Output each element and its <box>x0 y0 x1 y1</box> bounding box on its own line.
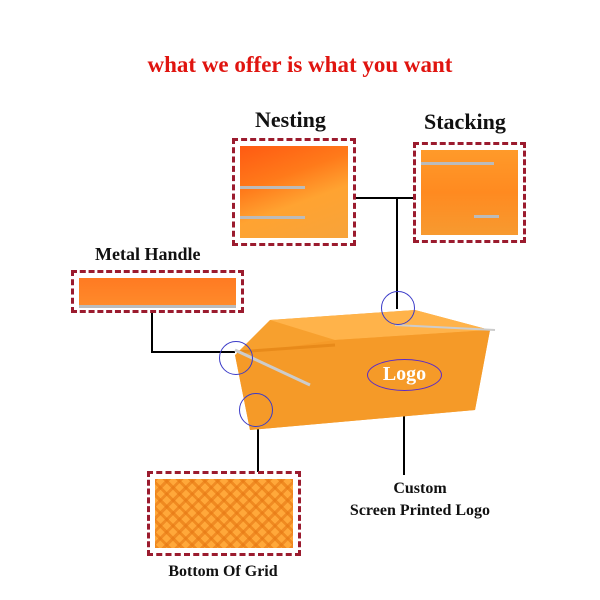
connector-line <box>257 420 259 472</box>
metal-handle-label: Metal Handle <box>95 244 201 264</box>
nesting-image <box>232 138 356 246</box>
stacking-label: Stacking <box>424 109 506 134</box>
bottom-grid-image <box>147 471 301 556</box>
highlight-circle <box>219 341 253 375</box>
handle-bar <box>240 186 305 189</box>
stacking-image <box>413 142 526 243</box>
crate-image <box>234 310 496 430</box>
handle-bar <box>240 216 305 219</box>
bottom-grid-photo-placeholder <box>155 479 293 548</box>
bottom-grid-label: Bottom Of Grid <box>168 563 278 580</box>
connector-line <box>356 197 413 199</box>
handle-bar <box>474 215 499 218</box>
highlight-circle <box>239 393 273 427</box>
stacking-photo-placeholder <box>421 150 518 235</box>
highlight-circle <box>381 291 415 325</box>
connector-line <box>151 351 235 353</box>
custom-label: Custom <box>393 480 447 497</box>
connector-line <box>396 197 398 309</box>
crate-rim <box>236 343 336 354</box>
crate-metal-handle <box>394 324 496 331</box>
crate-logo: Logo <box>367 359 442 391</box>
grid-pattern-overlay <box>155 479 293 548</box>
screen-printed-logo-label: Screen Printed Logo <box>349 502 491 519</box>
handle-bar <box>421 162 494 165</box>
connector-line <box>403 390 405 475</box>
crate-top <box>270 310 490 340</box>
nesting-photo-placeholder <box>240 146 348 238</box>
connector-line <box>151 313 153 353</box>
metal-handle-image <box>71 270 244 313</box>
metal-handle-photo-placeholder <box>79 278 236 308</box>
page-title: what we offer is what you want <box>147 52 453 77</box>
crate-front <box>235 330 490 430</box>
nesting-label: Nesting <box>255 107 326 132</box>
